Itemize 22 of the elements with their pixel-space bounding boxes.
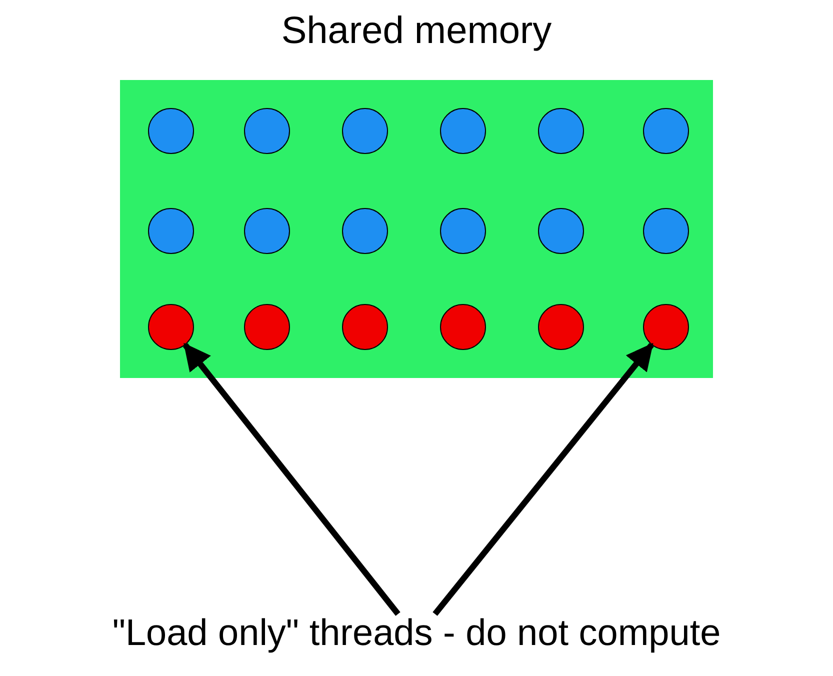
circle (342, 208, 388, 254)
circle (148, 304, 194, 350)
circle (148, 108, 194, 154)
circle (538, 208, 584, 254)
title: Shared memory (280, 10, 553, 53)
circle (342, 108, 388, 154)
circle (643, 208, 689, 254)
caption-text: "Load only" threads - do not compute (112, 612, 721, 653)
circle (342, 304, 388, 350)
circle (643, 304, 689, 350)
circle (440, 208, 486, 254)
circle (244, 208, 290, 254)
arrow (182, 342, 400, 616)
circle (440, 304, 486, 350)
circle (148, 208, 194, 254)
circle (244, 108, 290, 154)
arrow (432, 342, 654, 616)
circle (538, 108, 584, 154)
circle (440, 108, 486, 154)
circle (643, 108, 689, 154)
circle (538, 304, 584, 350)
circle (244, 304, 290, 350)
